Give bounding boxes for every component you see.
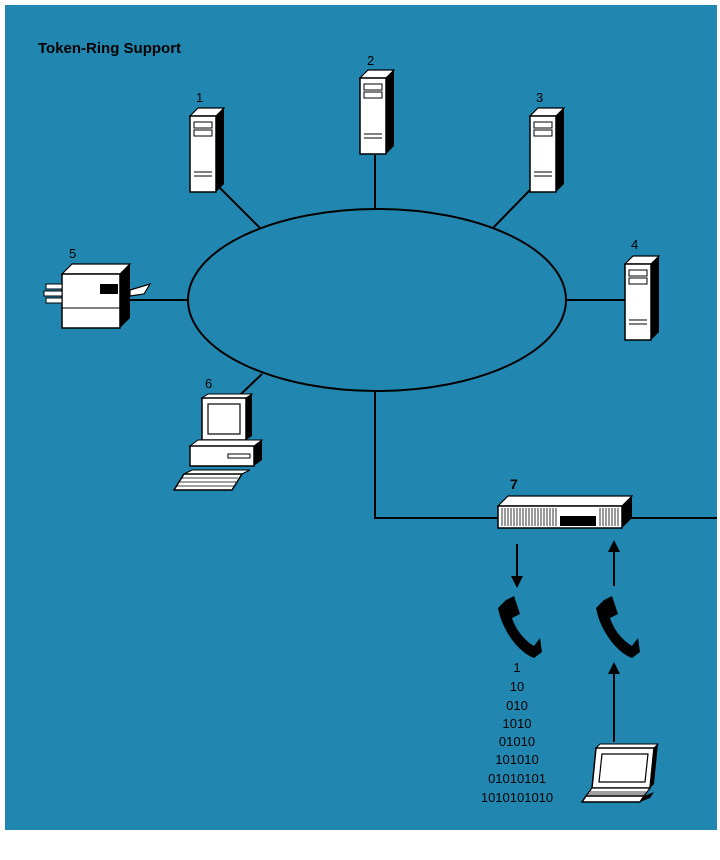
server-1-icon [188,107,226,193]
binary-line: 01010 [499,734,535,749]
binary-line: 101010 [495,752,538,767]
link-router [374,392,498,519]
server-4-label: 4 [631,237,638,252]
binary-stream: 1 10 010 1010 01010 101010 01010101 1010… [481,660,553,805]
network-links [130,155,717,519]
binary-line: 1010 [503,716,532,731]
server-1-label: 1 [196,90,203,105]
binary-line: 01010101 [488,771,546,786]
router-icon [496,495,634,529]
server-3-icon [528,107,566,193]
server-4-icon [623,255,661,341]
binary-line: 1010101010 [481,790,553,805]
printer-label: 5 [69,246,76,261]
binary-line: 010 [506,698,528,713]
diagram-title: Token-Ring Support [38,40,181,57]
laptop-icon [580,743,660,803]
printer-icon [43,263,152,329]
binary-line: 10 [510,679,524,694]
telephone-handset-left-icon [498,596,542,658]
workstation-icon [172,393,264,491]
link-server-3 [489,189,531,232]
binary-line: 1 [513,660,520,675]
router-label: 7 [510,476,518,492]
link-workstation [239,373,263,396]
server-2-icon [358,69,396,155]
workstation-label: 6 [205,376,212,391]
link-server-1 [219,187,264,232]
server-3-label: 3 [536,90,543,105]
token-ring [187,208,567,392]
telephone-handset-right-icon [596,596,640,658]
server-2-label: 2 [367,53,374,68]
